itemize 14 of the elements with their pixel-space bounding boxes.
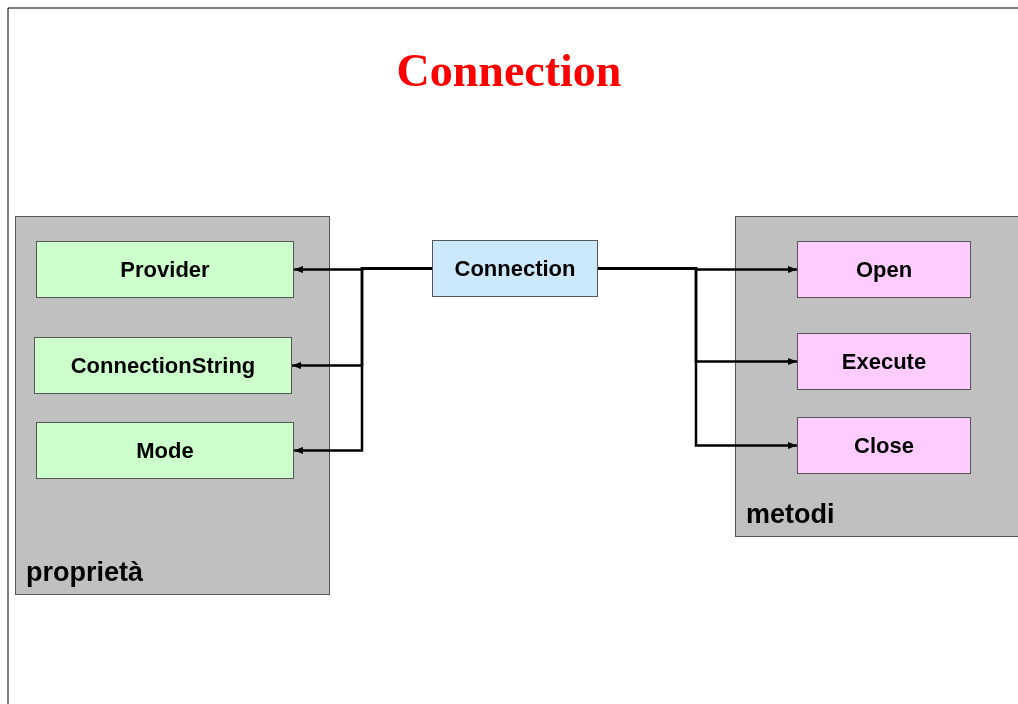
group-label: metodi <box>746 499 835 530</box>
connector-arrow <box>294 267 432 455</box>
group-panel <box>15 216 330 595</box>
node-box: Close <box>797 417 971 474</box>
node-box: Open <box>797 241 971 298</box>
node-box: Connection <box>432 240 598 297</box>
connector-arrow <box>598 267 797 450</box>
group-label: proprietà <box>26 557 144 588</box>
node-box: Provider <box>36 241 294 298</box>
node-box: ConnectionString <box>34 337 292 394</box>
title: Connection <box>395 44 623 97</box>
node-box: Mode <box>36 422 294 479</box>
group-panel <box>735 216 1018 537</box>
node-box: Execute <box>797 333 971 390</box>
